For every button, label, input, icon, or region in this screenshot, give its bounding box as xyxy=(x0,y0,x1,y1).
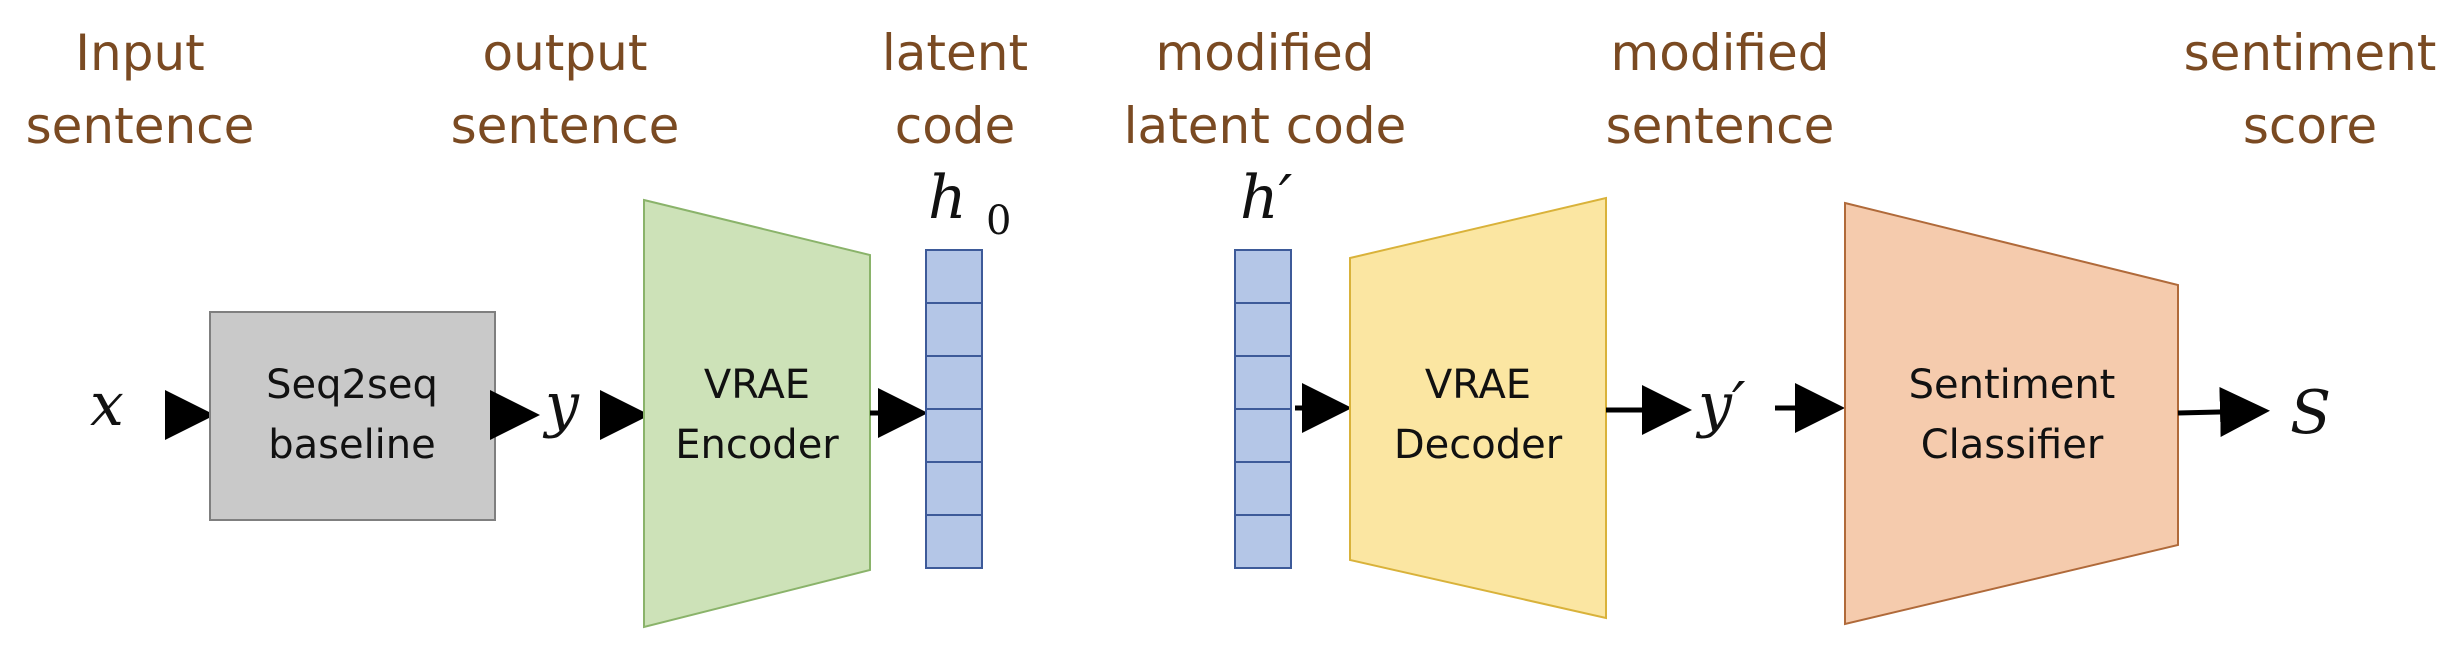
classifier-label-line2: Classifier xyxy=(1921,422,2104,468)
symbol-x: x xyxy=(90,370,124,440)
header-output-line2: sentence xyxy=(451,97,680,155)
header-modified-latent-line1: modified xyxy=(1156,24,1375,82)
header-modified-latent-line2: latent code xyxy=(1124,97,1407,155)
sentiment-classifier-block xyxy=(1844,201,2179,626)
header-input-line2: sentence xyxy=(26,97,255,155)
header-modified-sentence-line2: sentence xyxy=(1606,97,1835,155)
header-latent-line1: latent xyxy=(882,24,1028,82)
classifier-label-line1: Sentiment xyxy=(1909,362,2116,408)
seq2seq-baseline-box xyxy=(209,311,496,521)
header-score-line2: score xyxy=(2243,97,2377,155)
vrae-encoder-block xyxy=(643,198,871,629)
vrae-decoder-block xyxy=(1349,196,1607,620)
symbol-y: y xyxy=(542,370,580,440)
header-latent-line2: code xyxy=(895,97,1016,155)
latent-code-hprime-vector xyxy=(1234,249,1292,569)
header-input-line1: Input xyxy=(75,24,204,82)
header-modified-sentence-line1: modified xyxy=(1611,24,1830,82)
header-output-line1: output xyxy=(483,24,648,82)
baseline-label-line1: Seq2seq xyxy=(266,362,438,408)
symbol-hprime: h′ xyxy=(1240,163,1293,233)
symbol-yprime: y′ xyxy=(1695,370,1746,440)
symbol-h0-subscript: 0 xyxy=(986,198,1011,244)
symbol-h0: h xyxy=(928,163,967,233)
decoder-label-line2: Decoder xyxy=(1394,422,1563,468)
decoder-label-line1: VRAE xyxy=(1425,362,1531,408)
arrow-classifier-to-score xyxy=(2177,386,2270,437)
header-score-line1: sentiment xyxy=(2184,24,2437,82)
baseline-label-line2: baseline xyxy=(268,422,436,468)
encoder-label-line1: VRAE xyxy=(704,362,810,408)
latent-code-h0-vector xyxy=(925,249,983,569)
encoder-label-line2: Encoder xyxy=(675,422,839,468)
symbol-score-s: S xyxy=(2290,378,2331,448)
